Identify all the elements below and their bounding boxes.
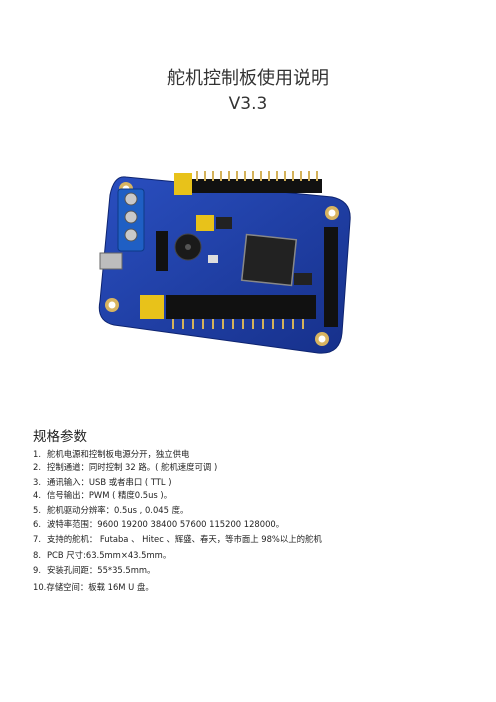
spec-item: 3. 通讯输入：USB 或者串口 ( TTL ) xyxy=(33,477,172,487)
spec-item: 7. 支持的舵机： Futaba 、 Hitec 、辉盛、春天，等市面上 98%以… xyxy=(33,534,322,544)
spec-text: 安装孔间距：55*35.5mm。 xyxy=(47,565,156,575)
document-version: V3.3 xyxy=(228,94,268,114)
spec-number: 1. xyxy=(33,449,41,459)
spec-number: 4. xyxy=(33,490,41,500)
spec-text: 信号输出：PWM ( 精度0.5us )。 xyxy=(47,490,173,500)
spec-number: 5. xyxy=(33,505,41,515)
spec-heading: 规格参数 xyxy=(33,429,87,445)
spec-item: 2. 控制通道：同时控制 32 路。( 舵机速度可调 ) xyxy=(33,462,217,472)
spec-item: 5. 舵机驱动分辨率：0.5us , 0.045 度。 xyxy=(33,505,188,515)
spec-item: 8. PCB 尺寸:63.5mm×43.5mm。 xyxy=(33,550,171,560)
spec-text: 舵机驱动分辨率：0.5us , 0.045 度。 xyxy=(47,505,189,515)
spec-item: 1. 舵机电源和控制板电源分开，独立供电 xyxy=(33,449,189,459)
spec-text: 控制通道：同时控制 32 路。( 舵机速度可调 ) xyxy=(47,462,218,472)
servo-controller-board-photo xyxy=(98,171,351,354)
spec-number: 2. xyxy=(33,462,41,472)
spec-number: 8. xyxy=(33,550,41,560)
spec-number: 6. xyxy=(33,519,41,529)
spec-item: 10.存储空间：板载 16M U 盘。 xyxy=(33,582,154,592)
spec-text: PCB 尺寸:63.5mm×43.5mm。 xyxy=(47,550,172,560)
spec-text: 存储空间：板载 16M U 盘。 xyxy=(46,582,154,592)
spec-number: 3. xyxy=(33,477,41,487)
spec-text: 通讯输入：USB 或者串口 ( TTL ) xyxy=(47,477,172,487)
spec-text: 支持的舵机： Futaba 、 Hitec 、辉盛、春天，等市面上 98%以上的… xyxy=(47,534,322,544)
spec-item: 4. 信号输出：PWM ( 精度0.5us )。 xyxy=(33,490,172,500)
spec-item: 9. 安装孔间距：55*35.5mm。 xyxy=(33,565,155,575)
spec-number: 9. xyxy=(33,565,41,575)
spec-number: 10. xyxy=(33,582,47,592)
spec-text: 波特率范围：9600 19200 38400 57600 115200 1280… xyxy=(47,519,285,529)
document-title: 舵机控制板使用说明 xyxy=(167,68,329,89)
spec-text: 舵机电源和控制板电源分开，独立供电 xyxy=(47,449,190,459)
spec-item: 6. 波特率范围：9600 19200 38400 57600 115200 12… xyxy=(33,519,284,529)
spec-number: 7. xyxy=(33,534,41,544)
